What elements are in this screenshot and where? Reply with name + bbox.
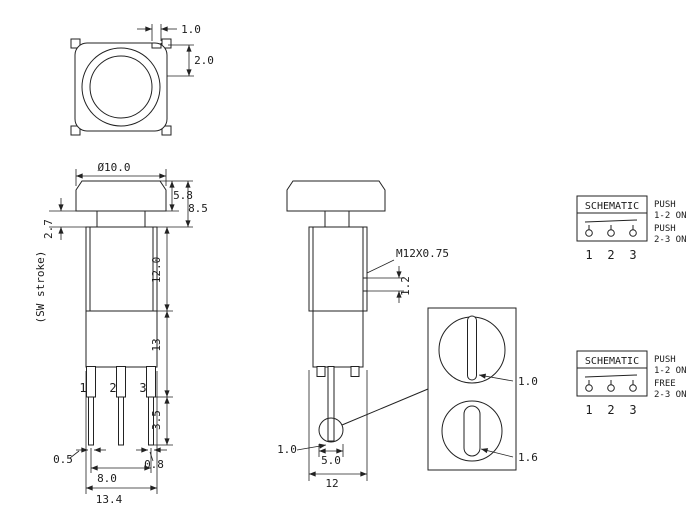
state-action: PUSH	[654, 200, 676, 210]
dim-slot-width: 1.0	[518, 375, 538, 388]
switch-lever	[584, 374, 638, 378]
terminal-1	[585, 384, 593, 392]
switch-body-side	[312, 310, 364, 368]
mount-stub	[316, 366, 326, 377]
top-view: 1.0 2.0	[70, 23, 214, 136]
side-view: M12X0.75 1.2 1.0 5.0 12	[277, 180, 449, 490]
detail-view: 1.0 1.6	[427, 307, 538, 471]
dim-cap-height: 5.8	[173, 189, 193, 202]
dim-total-width: 13.4	[96, 493, 123, 506]
schematic-box	[576, 350, 648, 397]
pin-label-2: 2	[109, 381, 116, 395]
pin-stub	[86, 366, 96, 398]
corner-tab	[70, 125, 81, 136]
dim-boss-offset: 1.0	[277, 443, 297, 456]
schematic-title: SCHEMATIC	[585, 356, 639, 367]
switch-body-front	[85, 226, 158, 368]
state-result: 2-3 ON	[654, 235, 687, 245]
state-result: 1-2 ON	[654, 366, 687, 376]
schematic-box	[576, 195, 648, 242]
pin-stub	[116, 366, 126, 398]
dim-pin-pitch: 8.0	[97, 472, 117, 485]
front-view: 1 2 3 Ø10.0 5.8 8.5 2.7 (SW stroke) 12.0…	[34, 161, 208, 506]
state-action: PUSH	[654, 224, 676, 234]
terminal-1	[585, 229, 593, 237]
pin-label-1: 1	[79, 381, 86, 395]
dim-stroke: 2.7	[42, 219, 55, 239]
terminal-3	[629, 229, 637, 237]
dim-notch-width: 1.0	[181, 23, 201, 36]
terminal-3	[629, 384, 637, 392]
dim-body-depth: 12	[325, 477, 338, 490]
pin-number: 2	[607, 248, 614, 262]
state-result: 1-2 ON	[654, 211, 687, 221]
switch-top-outline	[74, 42, 168, 132]
dim-pin-width: 0.5	[53, 453, 73, 466]
pin-stub	[146, 366, 156, 398]
dim-boss-diameter: 5.0	[321, 454, 341, 467]
dim-base-height: 13	[150, 338, 163, 351]
pin-number: 3	[629, 403, 636, 417]
terminal-2	[607, 229, 615, 237]
button-outer-circle	[81, 47, 161, 127]
detail-leader-line	[341, 388, 429, 426]
corner-tab	[161, 38, 172, 49]
thread-spec: M12X0.75	[396, 247, 449, 260]
pin-number: 1	[585, 248, 592, 262]
mount-stub	[350, 366, 360, 377]
center-pin-side	[327, 366, 335, 442]
pin-number: 1	[585, 403, 592, 417]
boss-circle-oval	[441, 400, 503, 462]
dim-cap-diameter: Ø10.0	[97, 161, 130, 174]
switch-lever	[584, 219, 638, 223]
state-action: FREE	[654, 379, 676, 389]
terminal-pin-1	[88, 396, 94, 446]
slot-narrow	[467, 315, 477, 381]
button-cap-side	[286, 180, 386, 212]
pin-number: 2	[607, 403, 614, 417]
dim-pin-length: 3.5	[150, 410, 163, 430]
sw-stroke-note: (SW stroke)	[34, 251, 47, 324]
state-result: 2-3 ON	[654, 390, 687, 400]
pin-label-3: 3	[139, 381, 146, 395]
dim-groove: 1.2	[399, 276, 412, 296]
detail-reference-circle	[318, 417, 344, 443]
state-action: PUSH	[654, 355, 676, 365]
schematic-title: SCHEMATIC	[585, 201, 639, 212]
button-cap-front	[75, 180, 167, 212]
plunger-neck-front	[96, 211, 146, 227]
corner-tab	[70, 38, 81, 49]
dim-body-height: 12.0	[150, 257, 163, 284]
keyway-notch	[151, 43, 162, 49]
button-inner-circle	[89, 55, 153, 119]
terminal-pin-2	[118, 396, 124, 446]
terminal-pin-3	[148, 396, 154, 446]
dim-oval-width: 1.6	[518, 451, 538, 464]
plunger-neck-side	[324, 211, 350, 227]
dim-pin-thickness: 0.8	[144, 458, 164, 471]
schematic-2: SCHEMATIC PUSH 1-2 ON FREE 2-3 ON 1 2 3	[576, 350, 687, 417]
pin-number: 3	[629, 248, 636, 262]
slot-oval	[463, 405, 481, 457]
schematic-1: SCHEMATIC PUSH 1-2 ON PUSH 2-3 ON 1 2 3	[576, 195, 687, 262]
dim-head-height: 8.5	[188, 202, 208, 215]
dim-notch-depth: 2.0	[194, 54, 214, 67]
terminal-2	[607, 384, 615, 392]
threaded-bushing	[308, 226, 368, 312]
corner-tab	[161, 125, 172, 136]
